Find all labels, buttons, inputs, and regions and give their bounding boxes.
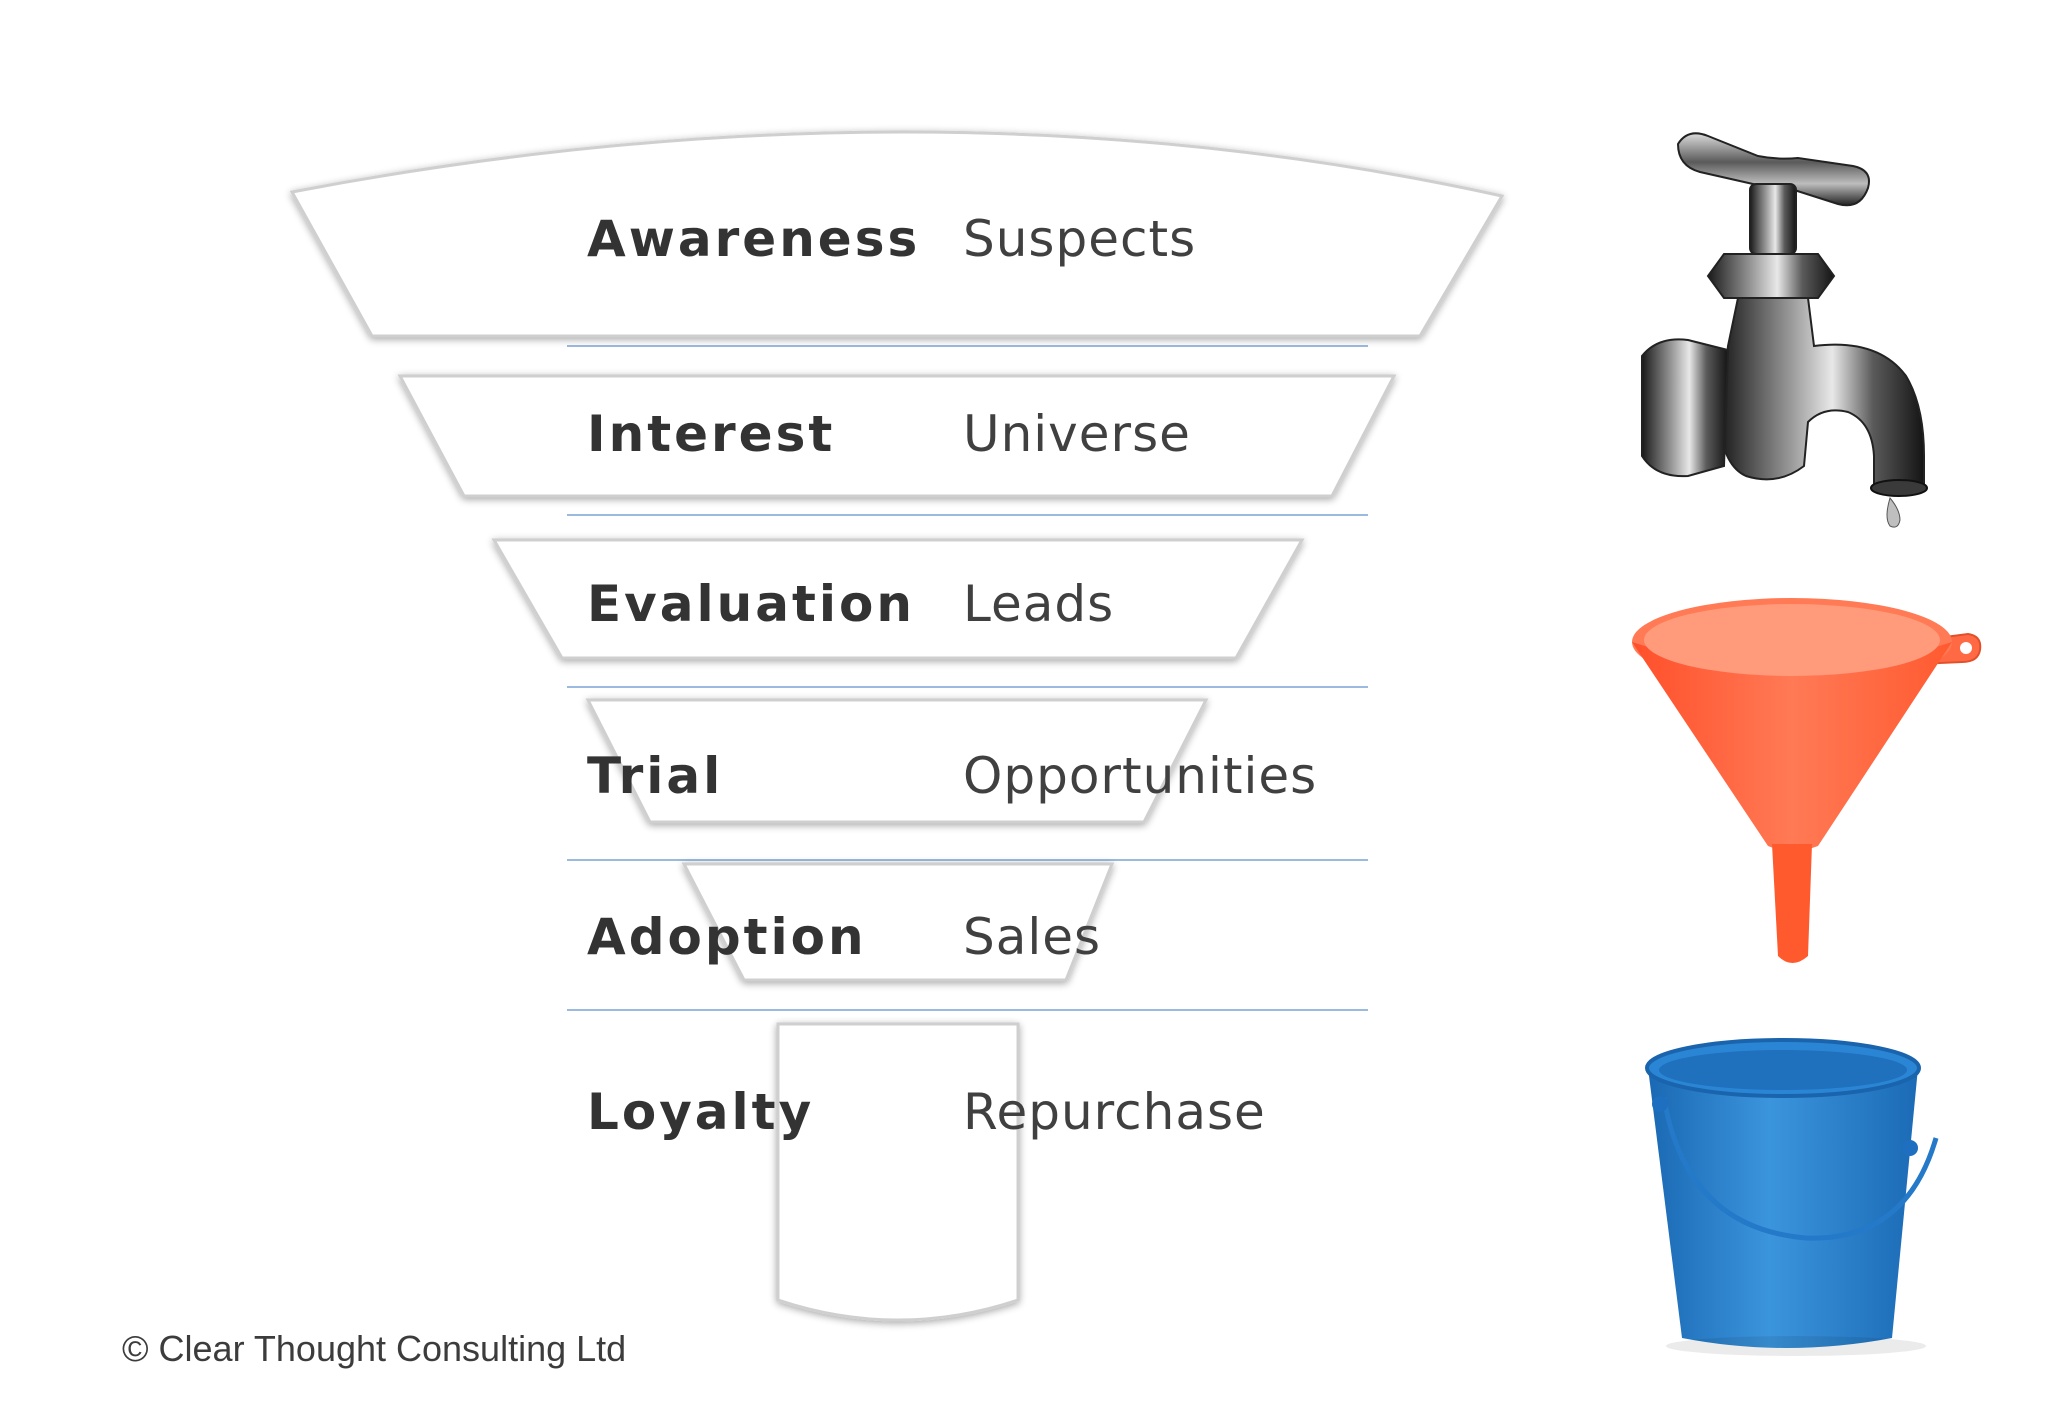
stage-name-evaluation: Evaluation bbox=[587, 575, 915, 633]
stage-name-trial: Trial bbox=[587, 747, 724, 805]
funnel-segment-adoption bbox=[681, 862, 1115, 982]
stage-name-loyalty: Loyalty bbox=[587, 1083, 815, 1141]
stage-desc-opportunities: Opportunities bbox=[963, 747, 1318, 805]
stage-name-interest: Interest bbox=[587, 405, 836, 463]
copyright-symbol: © bbox=[122, 1328, 149, 1369]
funnel-segment-interest bbox=[397, 374, 1397, 498]
stage-desc-suspects: Suspects bbox=[963, 210, 1197, 268]
copyright-notice: ©Clear Thought Consulting Ltd bbox=[122, 1328, 626, 1370]
stage-desc-leads: Leads bbox=[963, 575, 1115, 633]
blue-bucket-icon bbox=[1645, 1038, 1939, 1356]
stage-name-awareness: Awareness bbox=[587, 210, 921, 268]
divider-lines bbox=[567, 345, 1368, 1011]
stage-desc-sales: Sales bbox=[963, 908, 1102, 966]
stage-desc-repurchase: Repurchase bbox=[963, 1083, 1266, 1141]
funnel-segment-trial bbox=[585, 698, 1209, 824]
stage-desc-universe: Universe bbox=[963, 405, 1191, 463]
orange-funnel-icon bbox=[1632, 598, 1982, 963]
funnel-segment-evaluation bbox=[491, 538, 1305, 660]
copyright-text: Clear Thought Consulting Ltd bbox=[158, 1328, 627, 1369]
stage-name-adoption: Adoption bbox=[587, 908, 867, 966]
funnel-segment-awareness bbox=[289, 130, 1505, 338]
water-tap-icon bbox=[1641, 132, 1928, 528]
funnel-segment-loyalty bbox=[776, 1022, 1020, 1322]
